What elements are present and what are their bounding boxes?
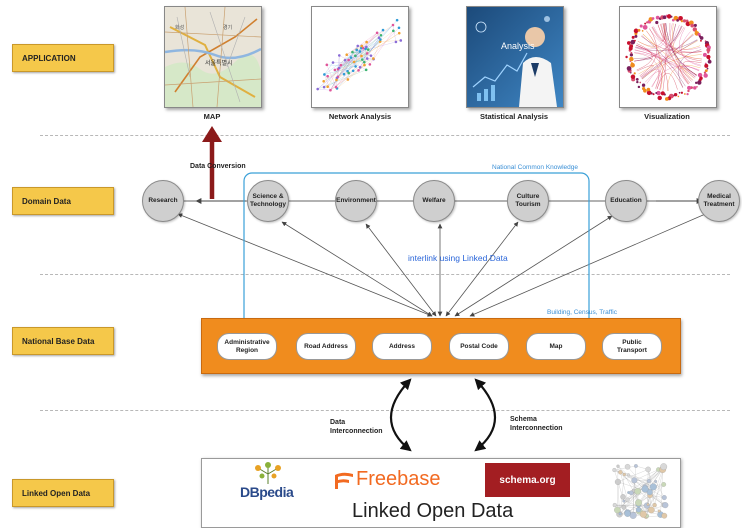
- lod-cloud-image: [610, 462, 670, 522]
- linked-open-data-box: [201, 458, 681, 528]
- base-item-map: Map: [526, 333, 586, 360]
- separator: [40, 410, 730, 411]
- data-conversion-arrow-head: [202, 126, 222, 142]
- link-line: [177, 213, 433, 317]
- national-base-data-band: [201, 318, 681, 374]
- application-caption-visualization: Visualization: [644, 112, 690, 121]
- building-census-traffic-label: Building, Census, Traffic: [547, 309, 617, 316]
- interlink-label: interlink using Linked Data: [408, 253, 508, 263]
- link-line: [281, 221, 433, 317]
- statistical-image-text: Analysis: [501, 41, 535, 51]
- base-item-road-address: Road Address: [296, 333, 356, 360]
- data-interconnection-arrow: [389, 378, 412, 452]
- dbpedia-logo-icon: [255, 462, 281, 484]
- statistical-analysis-image: Analysis: [466, 6, 564, 108]
- linked-open-data-title: Linked Open Data: [352, 500, 514, 522]
- map-image-label: 경기: [223, 24, 232, 31]
- layer-label-linked-open-data: Linked Open Data: [12, 479, 114, 507]
- domain-node-science-technology: Science & Technology: [247, 180, 289, 222]
- application-caption-network-analysis: Network Analysis: [328, 112, 392, 121]
- link-line: [365, 223, 437, 317]
- dbpedia-logo-text: DBpedia: [240, 484, 294, 500]
- domain-node-culture-tourism: Culture Tourism: [507, 180, 549, 222]
- schema-interconnection-arrow: [474, 378, 497, 452]
- data-interconnection-label: Data Interconnection: [330, 419, 383, 436]
- map-image: 서울특별시 화성 경기: [164, 6, 262, 108]
- visualization-image: [619, 6, 717, 108]
- separator: [40, 135, 730, 136]
- layer-label-domain-data: Domain Data: [12, 187, 114, 215]
- domain-node-research: Research: [142, 180, 184, 222]
- freebase-logo-icon: [335, 472, 353, 489]
- base-item-postal-code: Postal Code: [449, 333, 509, 360]
- schema-interconnection-label: Schema Interconnection: [510, 416, 563, 433]
- domain-node-welfare: Welfare: [413, 180, 455, 222]
- domain-node-education: Education: [605, 180, 647, 222]
- map-image-label: 서울특별시: [205, 59, 233, 67]
- link-line: [469, 211, 711, 317]
- data-conversion-label: Data Conversion: [190, 163, 246, 170]
- layer-label-application: APPLICATION: [12, 44, 114, 72]
- layer-label-national-base-data: National Base Data: [12, 327, 114, 355]
- map-image-label: 화성: [175, 24, 184, 31]
- application-caption-map: MAP: [203, 112, 221, 121]
- national-common-knowledge-label: National Common Knowledge: [492, 164, 578, 171]
- base-item-address: Address: [372, 333, 432, 360]
- link-line: [445, 221, 519, 317]
- freebase-logo-text: Freebase: [356, 468, 441, 490]
- domain-node-environment: Environment: [335, 180, 377, 222]
- base-item-administrative-region: Administrative Region: [217, 333, 277, 360]
- base-item-public-transport: Public Transport: [602, 333, 662, 360]
- domain-node-medical-treatment: Medical Treatment: [698, 180, 740, 222]
- application-caption-statistical-analysis: Statistical Analysis: [479, 112, 549, 121]
- schema-org-logo: schema.org: [485, 463, 570, 497]
- network-analysis-image: [311, 6, 409, 108]
